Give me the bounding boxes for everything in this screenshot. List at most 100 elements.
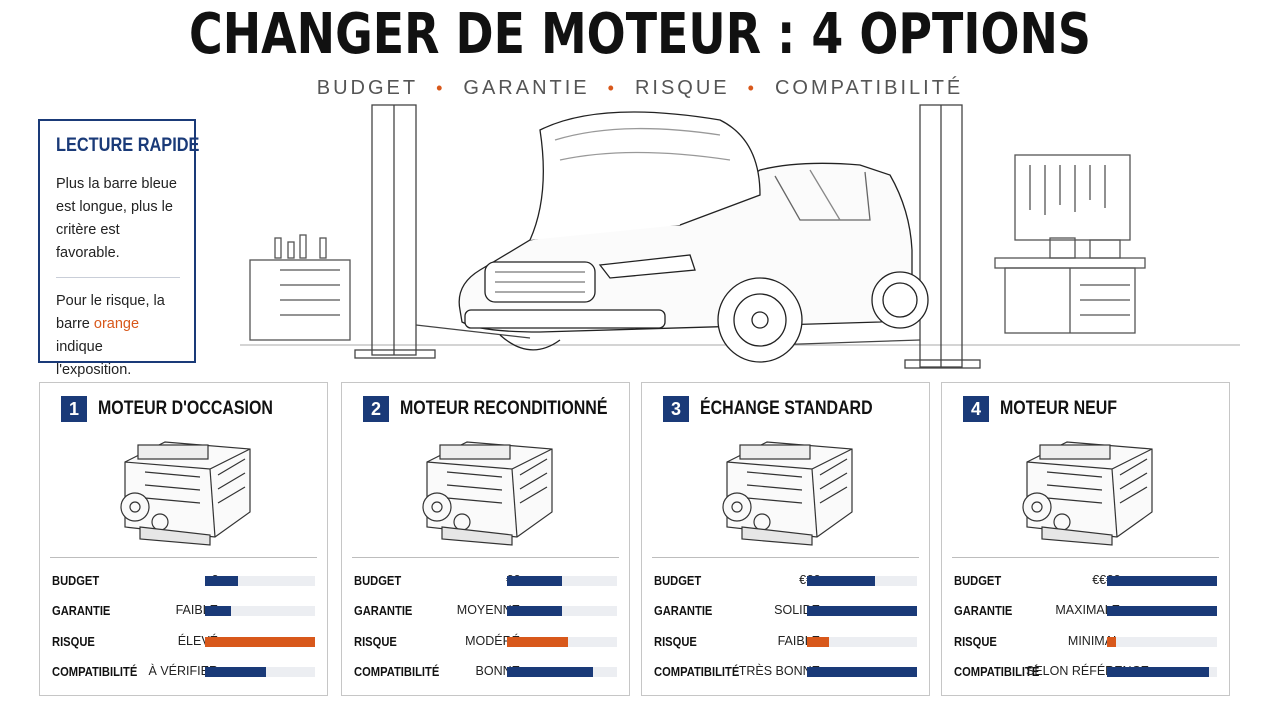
subtitle-garantie: GARANTIE — [463, 77, 590, 99]
option-card-1: 1 MOTEUR D'OCCASION BUDGET € GARANTIE FAIBLE R… — [39, 382, 328, 696]
criterion-value: FAIBLE — [175, 603, 218, 617]
rating-bar-fill — [205, 576, 238, 586]
criterion-row-budget: BUDGET €€€€ — [954, 573, 1219, 589]
criterion-label: BUDGET — [654, 573, 702, 588]
engine-icon — [120, 441, 251, 546]
rating-bar-fill — [507, 667, 593, 677]
criterion-row-risque: RISQUE MINIMAL — [954, 634, 1219, 650]
rating-bar-fill — [1107, 667, 1209, 677]
rating-bar-fill — [507, 637, 568, 647]
engine-icon — [1022, 441, 1153, 546]
criterion-row-compatibilité: COMPATIBILITÉ BONNE — [354, 664, 619, 680]
criterion-label: BUDGET — [354, 573, 402, 588]
quick-read-box: LECTURE RAPIDE Plus la barre bleue est l… — [38, 119, 200, 378]
rating-bar-fill — [1107, 576, 1217, 586]
rating-bar-track — [1107, 667, 1217, 677]
criterion-label: GARANTIE — [354, 603, 413, 618]
rating-bar-track — [1107, 606, 1217, 616]
criterion-value: À VÉRIFIER — [148, 664, 218, 678]
card-divider — [652, 557, 919, 558]
subtitle-risque: RISQUE — [634, 77, 730, 99]
criterion-label: GARANTIE — [954, 603, 1013, 618]
rating-bar-track — [507, 667, 617, 677]
option-number-badge: 4 — [963, 396, 989, 422]
rating-bar-track — [1107, 576, 1217, 586]
card-divider — [952, 557, 1219, 558]
rating-bar-fill — [205, 637, 315, 647]
page-title: CHANGER DE MOTEUR : 4 OPTIONS — [189, 2, 1091, 67]
rating-bar-fill — [807, 606, 917, 616]
rating-bar-track — [807, 606, 917, 616]
rating-bar-fill — [807, 667, 917, 677]
criterion-value: ÉLEVÉ — [177, 634, 218, 648]
rating-bar-fill — [807, 576, 875, 586]
option-number-badge: 2 — [363, 396, 389, 422]
bullet-dot: • — [436, 78, 446, 98]
card-divider — [50, 557, 317, 558]
criterion-label: COMPATIBILITÉ — [52, 664, 138, 679]
criterion-label: RISQUE — [52, 634, 95, 649]
rating-bar-track — [205, 637, 315, 647]
bullet-dot: • — [607, 78, 617, 98]
criterion-value: MAXIMALE — [1055, 603, 1120, 617]
criterion-value: SELON RÉFÉRENCE — [1026, 664, 1149, 678]
subtitle: BUDGET • GARANTIE • RISQUE • COMPATIBILITÉ — [0, 77, 1280, 100]
subtitle-compatibilite: COMPATIBILITÉ — [774, 77, 964, 99]
criterion-label: BUDGET — [954, 573, 1002, 588]
criterion-value: €€ — [426, 573, 520, 587]
rating-bar-fill — [205, 606, 231, 616]
criterion-value: €€€€ — [1026, 573, 1120, 587]
lift-post-left — [354, 104, 531, 359]
orange-word: orange — [93, 316, 140, 332]
rating-bar-track — [507, 606, 617, 616]
criterion-row-compatibilité: COMPATIBILITÉ À VÉRIFIER — [52, 664, 317, 680]
criterion-row-risque: RISQUE MODÉRÉ — [354, 634, 619, 650]
criterion-label: RISQUE — [354, 634, 397, 649]
criterion-row-budget: BUDGET €€ — [354, 573, 619, 589]
option-title: MOTEUR D'OCCASION — [98, 398, 273, 419]
criterion-row-garantie: GARANTIE FAIBLE — [52, 603, 317, 619]
card-divider — [352, 557, 619, 558]
criterion-value: € — [124, 573, 218, 587]
option-card-3: 3 ÉCHANGE STANDARD BUDGET €€€ GARANTIESOLIDE… — [641, 382, 930, 696]
left-cabinet — [249, 234, 351, 341]
rating-bar-track — [807, 637, 917, 647]
criterion-value: €€€ — [726, 573, 820, 587]
divider — [56, 277, 180, 278]
quick-read-text-2: Pour le risque, la barre orange indique … — [56, 293, 165, 378]
rating-bar-track — [1107, 637, 1217, 647]
criterion-label: BUDGET — [52, 573, 100, 588]
rating-bar-fill — [807, 637, 829, 647]
workbench — [994, 237, 1146, 334]
engine-icon — [422, 441, 553, 546]
rating-bar-track — [205, 667, 315, 677]
criterion-value: TRÈS BONNE — [738, 664, 820, 678]
criterion-value: MINIMAL — [1067, 634, 1120, 648]
criterion-value: BONNE — [475, 664, 520, 678]
rating-bar-fill — [507, 576, 562, 586]
criterion-row-risque: RISQUE ÉLEVÉ — [52, 634, 317, 650]
rating-bar-fill — [1107, 637, 1116, 647]
option-number-badge: 1 — [61, 396, 87, 422]
option-number-badge: 3 — [663, 396, 689, 422]
garage-car-illustration — [240, 104, 1240, 369]
subtitle-budget: BUDGET — [316, 77, 419, 99]
option-title: ÉCHANGE STANDARD — [700, 398, 873, 419]
criterion-label: RISQUE — [954, 634, 997, 649]
quick-read-title: LECTURE RAPIDE — [56, 135, 200, 156]
criterion-label: COMPATIBILITÉ — [354, 664, 440, 679]
car-body — [458, 111, 913, 333]
criterion-label: GARANTIE — [52, 603, 111, 618]
criterion-label: COMPATIBILITÉ — [654, 664, 740, 679]
criterion-label: RISQUE — [654, 634, 697, 649]
quick-read-text-1: Plus la barre bleue est longue, plus le … — [56, 176, 177, 261]
criterion-value: MODÉRÉ — [465, 634, 520, 648]
engine-icon — [722, 441, 853, 546]
bullet-dot: • — [747, 78, 757, 98]
rating-bar-track — [807, 576, 917, 586]
